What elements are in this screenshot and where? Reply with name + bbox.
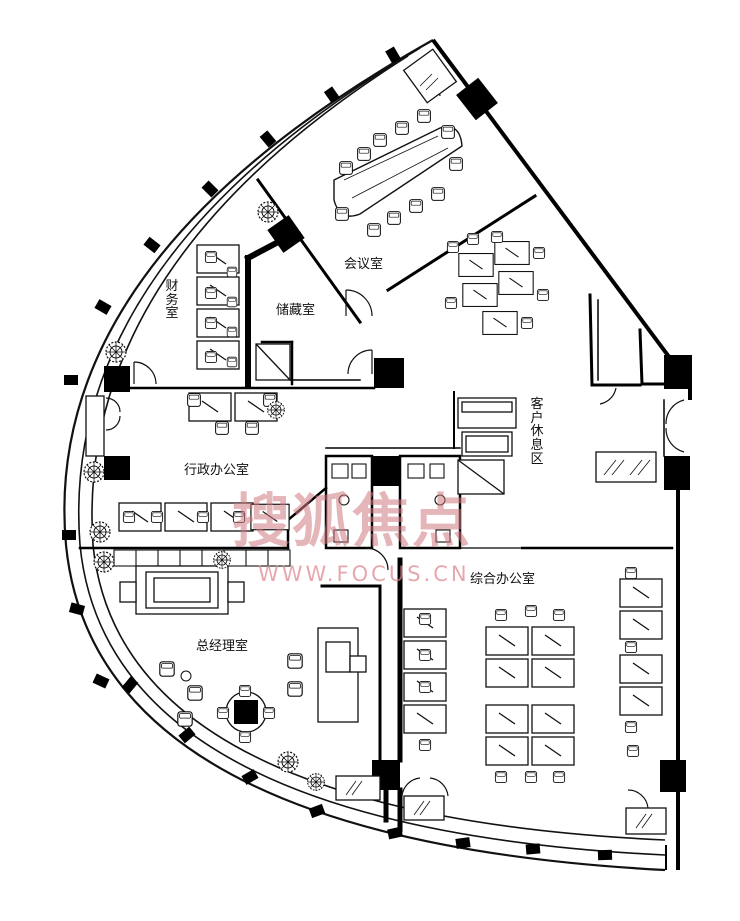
general-office-chairs (418, 566, 640, 784)
outer-wall-columns (62, 46, 613, 861)
gm-sofa-set (119, 565, 245, 615)
gm-office-label: 总经理室 (196, 639, 249, 654)
door-swings (105, 69, 685, 809)
structural-columns (104, 77, 692, 792)
gm-chairs (159, 653, 303, 727)
finance-desks (196, 244, 240, 370)
meeting-room-label: 会议室 (344, 257, 384, 272)
finance-room-label: 财务室 (165, 279, 179, 322)
meeting-table (333, 126, 463, 217)
watermark-site: WWW.FOCUS.CN (258, 562, 470, 586)
outer-curved-wall (63, 39, 666, 872)
gm-desk (317, 627, 367, 723)
interior-walls (78, 177, 674, 833)
gm-round-table (216, 684, 276, 744)
admin-office-label: 行政办公室 (184, 463, 250, 478)
watermark-brand: 搜狐焦点 (232, 487, 473, 555)
general-office-label: 综合办公室 (470, 572, 536, 587)
client-lounge-label: 客户休息区 (530, 397, 544, 467)
restroom-fixtures (331, 463, 451, 543)
lounge-furniture (457, 397, 517, 495)
meeting-area-desks (444, 230, 550, 336)
box-hatching (345, 73, 653, 829)
storage-room-label: 储藏室 (276, 303, 316, 318)
storage-room-box (255, 343, 291, 381)
